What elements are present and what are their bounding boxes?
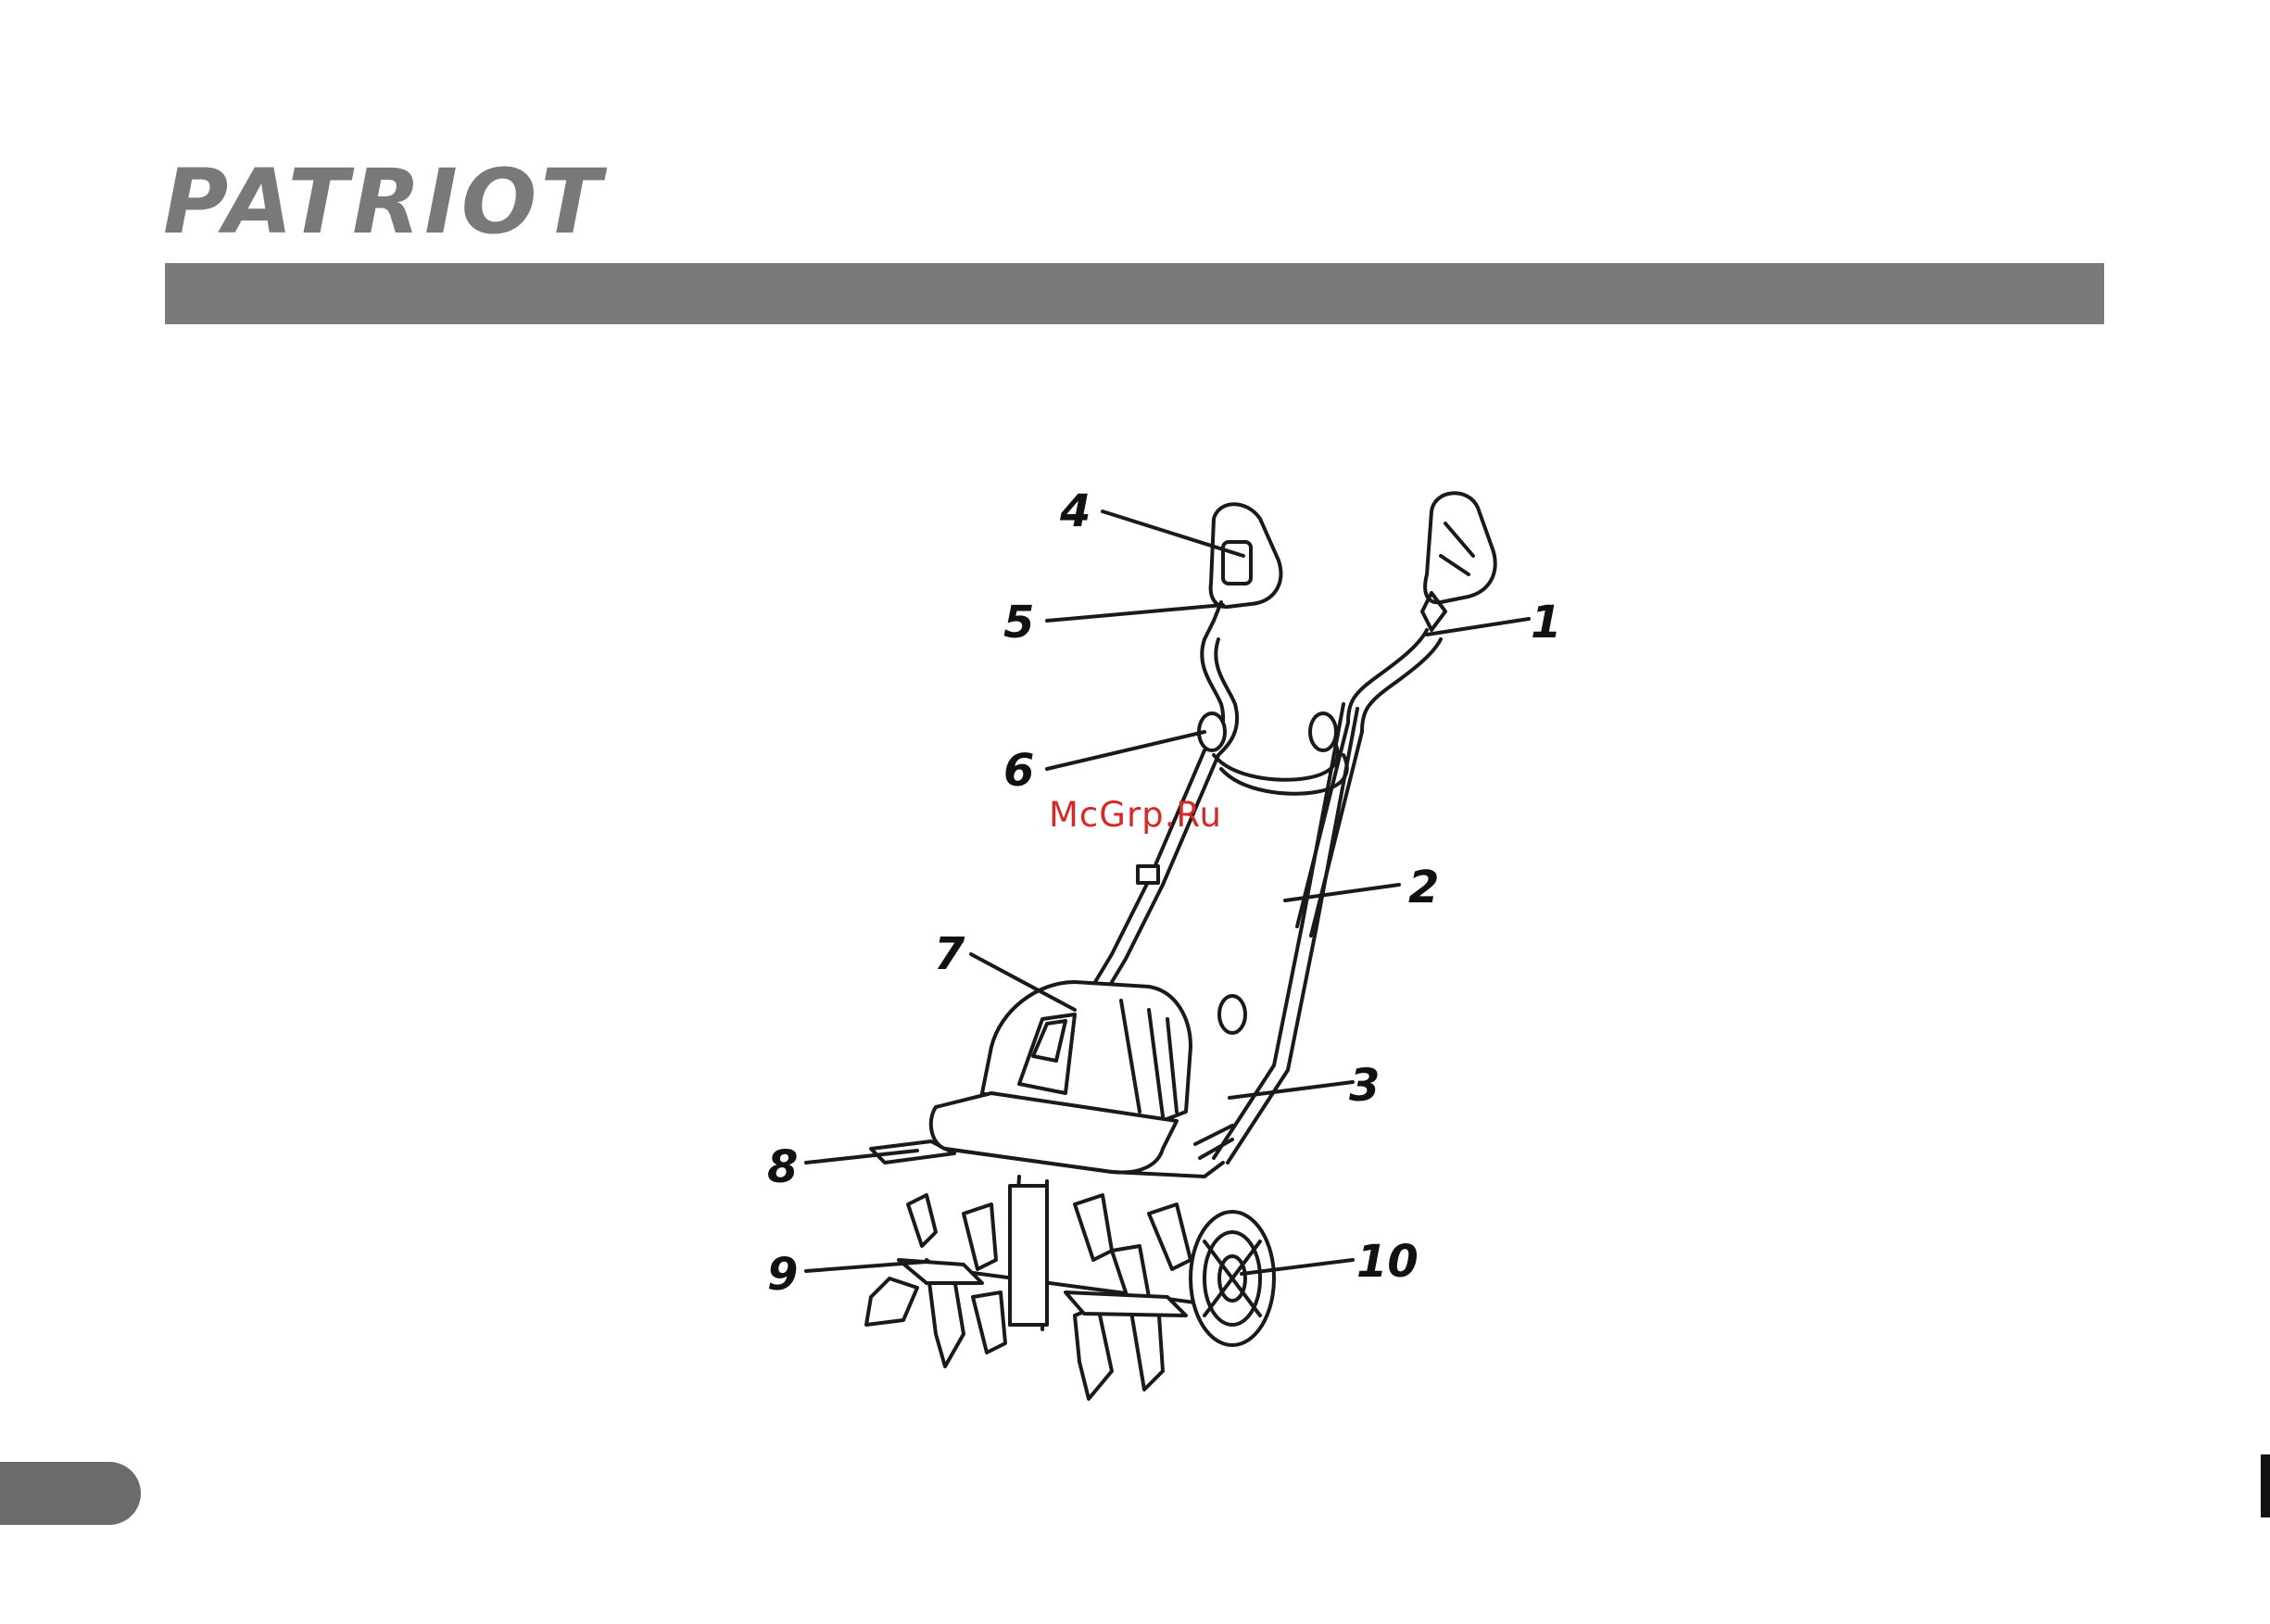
left-handle-grip (1204, 504, 1280, 639)
side-disc (1191, 1212, 1274, 1345)
right-handle-grip (1422, 493, 1495, 630)
callout-5: 5 (1003, 600, 1034, 645)
right-tines (1066, 1195, 1191, 1399)
page-number-tab (0, 1462, 141, 1525)
callout-3: 3 (1349, 1064, 1380, 1108)
callout-6: 6 (1003, 749, 1034, 793)
callout-10: 10 (1356, 1240, 1419, 1284)
callout-2: 2 (1408, 865, 1439, 910)
upper-handlebar-left (1149, 639, 1223, 880)
callout-9: 9 (767, 1253, 798, 1297)
watermark: McGrp.Ru (1049, 795, 1222, 835)
callout-8: 8 (767, 1145, 798, 1190)
left-tines (866, 1195, 1005, 1366)
edge-mark (2261, 1454, 2270, 1517)
callout-7: 7 (934, 932, 965, 976)
callout-4: 4 (1060, 489, 1091, 534)
callout-1: 1 (1531, 600, 1561, 645)
